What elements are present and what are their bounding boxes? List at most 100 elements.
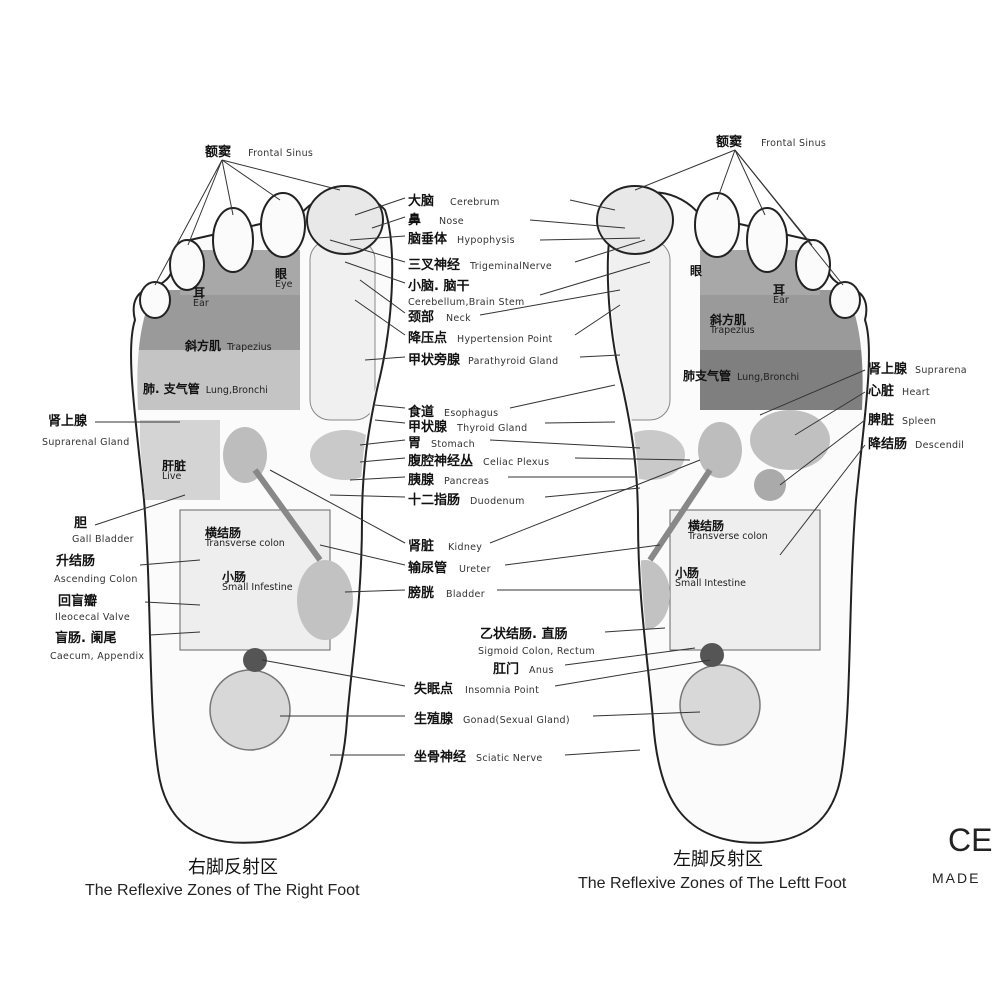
label-en: Thyroid Gland	[457, 423, 528, 434]
label-cn: 盲肠. 阑尾	[55, 631, 117, 646]
label-en: Caecum, Appendix	[50, 651, 145, 662]
label-en: Spleen	[902, 416, 937, 427]
label-en: Stomach	[431, 439, 476, 450]
left-stomach-zone	[615, 430, 685, 480]
label-en: Trapezius	[710, 325, 755, 336]
right-stomach-zone	[310, 430, 380, 480]
label-frontal-sinus-right: 额窦 Frontal Sinus	[205, 143, 313, 159]
right-kidney-zone	[223, 427, 267, 483]
right-lung-zone	[137, 350, 300, 410]
left-toe-5	[829, 281, 861, 319]
left-kidney-zone	[698, 422, 742, 478]
label-en: Bladder	[446, 589, 485, 600]
label-cn: 膀胱	[408, 586, 435, 601]
label-cn: 小肠	[222, 570, 247, 584]
label-cn: 三叉神经	[408, 258, 461, 273]
label-en: Ear	[193, 298, 209, 309]
label-en: Anus	[529, 665, 554, 676]
label-en: Frontal Sinus	[761, 138, 827, 149]
label-bladder: 膀胱 Bladder	[408, 584, 485, 600]
label-en: Esophagus	[444, 408, 499, 419]
right-bladder-zone	[297, 560, 353, 640]
label-heart: 心脏 Heart	[868, 382, 930, 398]
label-cn: 大脑	[408, 194, 435, 209]
label-en: Heart	[902, 387, 930, 398]
label-cerebellum: 小脑. 脑干	[408, 277, 469, 293]
label-en: Ureter	[459, 564, 491, 575]
caption-left-foot-cn: 左脚反射区	[673, 849, 763, 870]
label-en: Gall Bladder	[72, 534, 134, 545]
right-big-toe-column	[309, 239, 376, 421]
label-cn: 生殖腺	[414, 712, 454, 727]
right-toe-4	[169, 239, 205, 291]
label-gall-en: Gall Bladder	[72, 529, 134, 545]
label-cn: 耳	[193, 286, 206, 300]
right-toe-5	[139, 281, 171, 319]
label-en: Transverse colon	[205, 538, 285, 549]
right-foot	[130, 185, 394, 844]
label-frontal-sinus-left: 额窦 Frontal Sinus	[716, 133, 826, 149]
label-en: Celiac Plexus	[483, 457, 550, 468]
left-big-toe-column	[609, 239, 671, 421]
label-sigmoid-en: Sigmoid Colon, Rectum	[478, 641, 595, 657]
label-en: Kidney	[448, 542, 483, 553]
label-cn: 肺支气管	[683, 369, 732, 383]
label-cn: 肾脏	[408, 539, 435, 554]
label-cn: 眼	[275, 267, 288, 281]
left-transverse-zone	[669, 509, 821, 651]
label-cn: 斜方肌	[710, 313, 747, 327]
label-cn: 小脑. 脑干	[408, 279, 470, 294]
right-liver-zone	[140, 420, 220, 500]
label-cn: 额窦	[716, 135, 743, 150]
label-en: Pancreas	[444, 476, 490, 487]
label-en: Hypertension Point	[457, 334, 553, 345]
left-toe-4	[795, 239, 831, 291]
label-cn: 心脏	[868, 384, 895, 399]
label-anus: 肛门 Anus	[493, 660, 554, 676]
label-cn: 甲状旁腺	[408, 353, 461, 368]
label-cn: 肛门	[493, 662, 520, 677]
label-kidney: 肾脏 Kidney	[408, 537, 482, 553]
onfoot-left-eye: 眼	[690, 265, 702, 277]
label-cn: 肾上腺	[868, 362, 908, 377]
label-suprarenal-right-en: Suprarenal Gland	[42, 432, 130, 448]
label-cn: 乙状结肠. 直肠	[480, 627, 568, 642]
label-cn: 坐骨神经	[414, 750, 467, 765]
label-en: Frontal Sinus	[248, 148, 314, 159]
label-suprarenal-right: 肾上腺	[48, 412, 87, 428]
left-foot	[596, 185, 870, 844]
ce-mark: CE	[948, 822, 993, 858]
label-en: Cerebellum,Brain Stem	[408, 297, 525, 308]
right-toe-3	[212, 207, 254, 273]
right-ureter-line	[252, 468, 323, 562]
label-cn: 肺. 支气管	[143, 382, 200, 396]
label-cn: 失眠点	[414, 682, 454, 697]
label-en: Live	[162, 471, 182, 482]
label-en: Lung,Bronchi	[737, 372, 800, 383]
label-en: Small Infestine	[222, 582, 293, 593]
label-cn: 肾上腺	[48, 414, 88, 429]
label-en: Eye	[275, 279, 293, 290]
label-en: Neck	[446, 313, 471, 324]
label-en: Suprarenal Gland	[42, 437, 130, 448]
label-cn: 十二指肠	[408, 493, 461, 508]
